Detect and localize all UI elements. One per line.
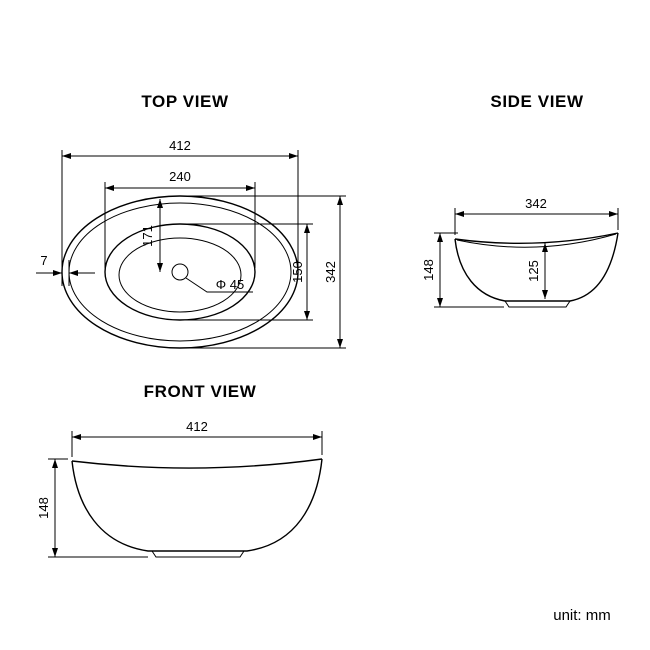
bowl-opening-ellipse <box>104 223 256 321</box>
dim-label-top-opening-width: 240 <box>169 169 191 184</box>
drain-diameter-callout: Φ 45 <box>185 277 253 293</box>
unit-label: unit: mm <box>553 607 611 624</box>
side-basin-silhouette <box>454 232 619 302</box>
front-basin-foot <box>151 550 245 558</box>
dim-label-top-rim-thickness: 7 <box>40 253 47 268</box>
dim-top-center-to-top: 171 <box>140 199 163 272</box>
dim-lines <box>104 182 256 268</box>
dim-label-front-overall-height: 148 <box>36 497 51 519</box>
dim-arrowheads <box>437 233 443 307</box>
dim-top-opening-width: 240 <box>104 169 256 268</box>
dim-front-overall-width: 412 <box>71 419 323 457</box>
top-view-title: TOP VIEW <box>141 92 229 111</box>
side-basin-foot <box>504 300 571 308</box>
side-basin-top-rim-curve <box>454 232 619 245</box>
dim-lines <box>48 458 148 558</box>
dim-label-top-center-to-top: 171 <box>140 225 155 247</box>
front-view: FRONT VIEW 412 148 <box>36 382 323 558</box>
dim-label-side-inner-depth: 125 <box>526 260 541 282</box>
leader-line <box>185 277 253 293</box>
dim-label-top-overall-height: 342 <box>323 261 338 283</box>
dim-label-drain-diameter: Φ 45 <box>216 277 244 292</box>
side-view: SIDE VIEW 342 148 125 <box>421 92 619 308</box>
dim-label-side-overall-width: 342 <box>525 196 547 211</box>
front-basin-silhouette <box>71 458 323 552</box>
dim-lines <box>454 208 619 235</box>
dim-lines <box>184 195 346 349</box>
dim-arrowheads <box>157 199 163 272</box>
basin-outer-rim-ellipse <box>61 195 299 349</box>
dim-arrowheads <box>53 270 78 276</box>
dim-top-rim-thickness: 7 <box>36 253 95 286</box>
dim-top-overall-height: 342 <box>184 195 346 349</box>
dim-lines <box>71 431 323 457</box>
dim-label-top-opening-height: 150 <box>290 261 305 283</box>
dim-top-overall-width: 412 <box>61 138 299 269</box>
dim-lines <box>434 232 504 308</box>
dim-lines <box>184 223 313 321</box>
bowl-bottom-ellipse <box>118 237 242 313</box>
drain-hole-circle <box>171 263 189 281</box>
dim-side-overall-width: 342 <box>454 196 619 235</box>
dim-top-opening-height: 150 <box>184 223 313 321</box>
dim-label-top-overall-width: 412 <box>169 138 191 153</box>
front-view-title: FRONT VIEW <box>144 382 257 401</box>
dim-side-overall-height: 148 <box>421 232 504 308</box>
dim-front-overall-height: 148 <box>36 458 148 558</box>
front-basin-top-rim-curve <box>71 458 323 469</box>
dim-label-side-overall-height: 148 <box>421 259 436 281</box>
side-view-title: SIDE VIEW <box>490 92 584 111</box>
dim-label-front-overall-width: 412 <box>186 419 208 434</box>
side-basin-inner-rim-curve <box>456 233 617 248</box>
dim-lines <box>61 150 299 269</box>
dim-side-inner-depth: 125 <box>526 243 548 299</box>
top-view: TOP VIEW 412 240 171 150 <box>36 92 346 349</box>
